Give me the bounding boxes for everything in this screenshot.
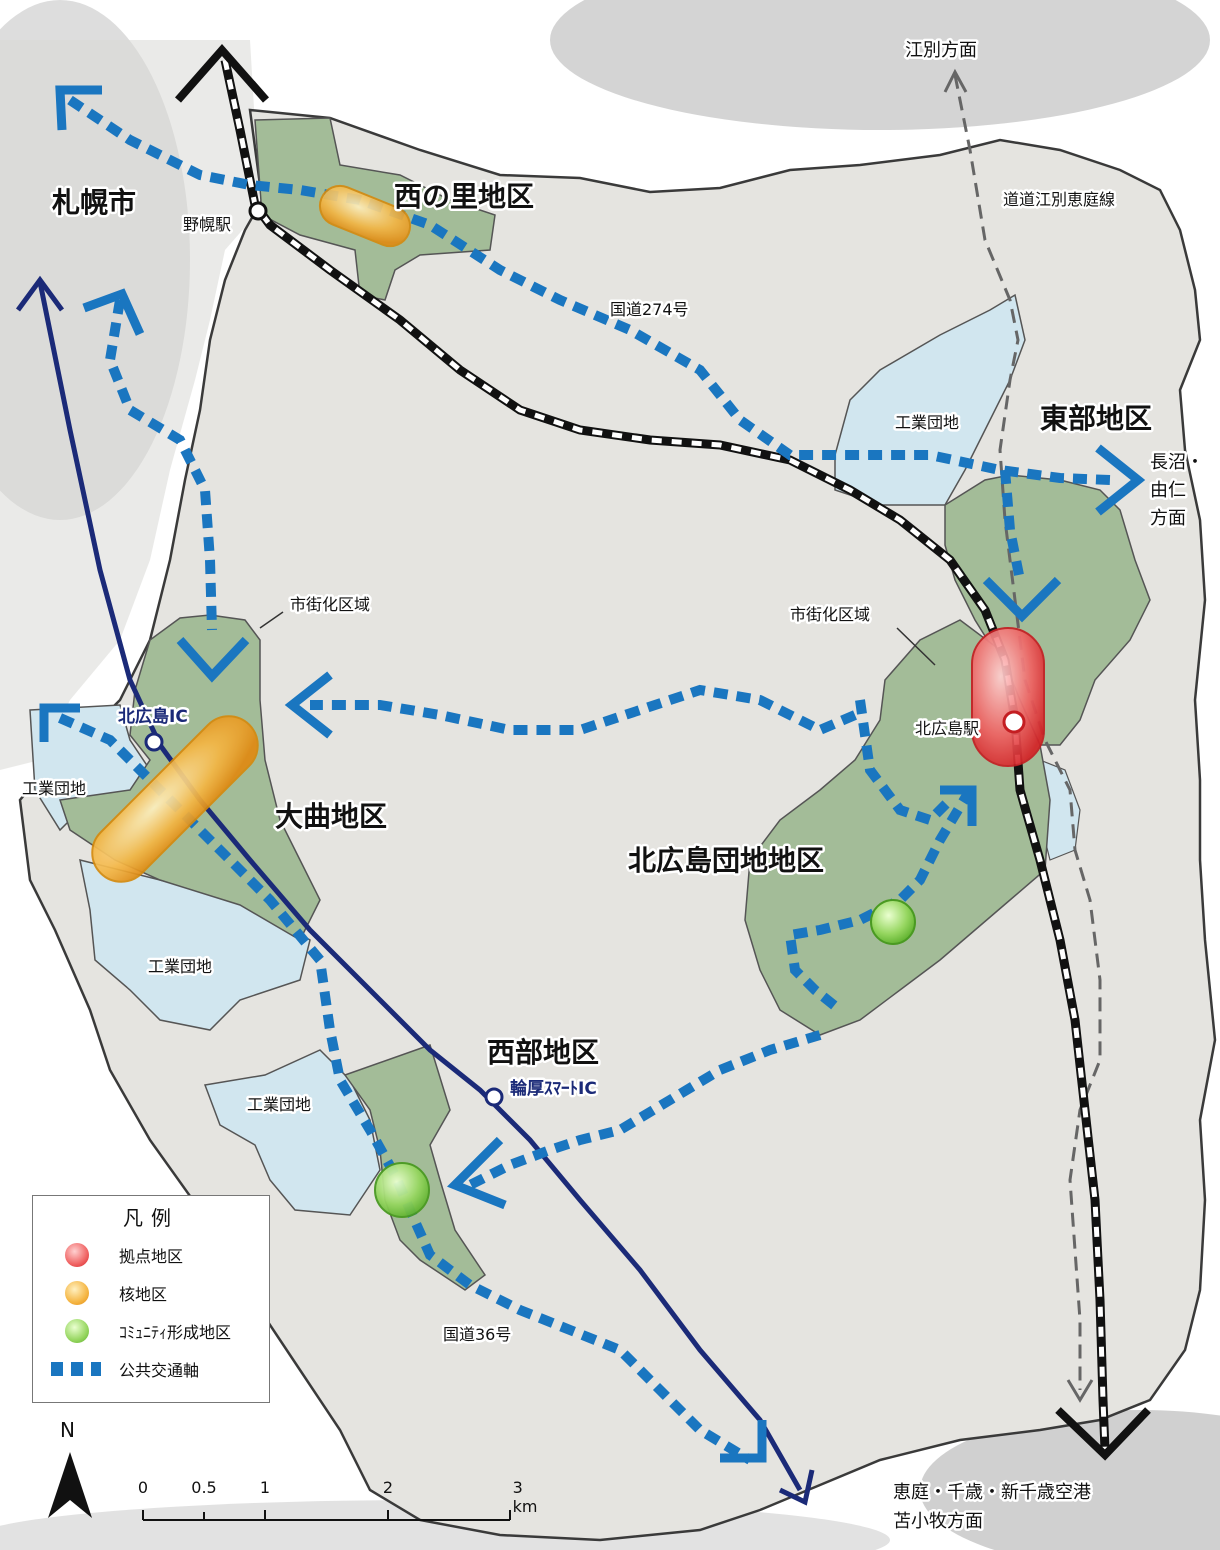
label-route36: 国道36号 xyxy=(443,1325,511,1344)
outside-shade-top xyxy=(550,0,1210,130)
legend-item-hub: 拠点地区 xyxy=(51,1240,183,1270)
label-route274: 国道274号 xyxy=(610,300,689,319)
north-arrow: N xyxy=(48,1418,92,1518)
scale-tick-0-5: 0.5 xyxy=(191,1478,217,1497)
label-sapporo: 札幌市 xyxy=(52,186,136,219)
legend-hub-icon xyxy=(65,1243,89,1267)
leader-urban-danchi xyxy=(896,627,936,666)
road-ebetsu-arrowhead xyxy=(943,68,968,93)
transit-arrowheads xyxy=(39,85,1146,1463)
leader-urban-omagari xyxy=(259,611,284,629)
scale-tick-0: 0 xyxy=(137,1478,149,1497)
transit-axes xyxy=(57,95,1111,1465)
road-eniwa-arrowhead xyxy=(1066,1379,1094,1403)
scale-tick-3km: 3 km xyxy=(512,1478,538,1516)
legend: 凡例 拠点地区 核地区 ｺﾐｭﾆﾃｨ形成地区 公共交通軸 xyxy=(32,1195,270,1403)
legend-transit-label: 公共交通軸 xyxy=(119,1361,200,1380)
transit-axis-nishinosato xyxy=(67,95,1111,485)
community-danchi xyxy=(870,899,916,945)
legend-core-icon xyxy=(65,1281,89,1305)
label-nopporo-station: 野幌駅 xyxy=(183,215,231,234)
label-naganuma-2: 由仁 xyxy=(1150,480,1186,501)
label-omagari: 大曲地区 xyxy=(275,800,387,833)
label-kitahiroshima-station: 北広島駅 xyxy=(915,719,979,738)
railway-arrowhead-north xyxy=(174,43,270,103)
nopporo-station-marker xyxy=(248,201,268,221)
label-industrial-omagari-south: 工業団地 xyxy=(148,957,212,976)
railway xyxy=(174,43,1151,1461)
label-wattsu-ic: 輪厚ｽﾏｰﾄIC xyxy=(510,1078,597,1099)
expressway-arrowhead-south xyxy=(778,1469,815,1506)
label-urban-omagari: 市街化区域 xyxy=(290,595,370,614)
community-seibu xyxy=(374,1162,430,1218)
label-kitahiroshima-ic: 北広島IC xyxy=(118,706,188,727)
transit-axis-danchi-inner xyxy=(784,787,975,1014)
transit-axis-omagari-north xyxy=(104,299,217,631)
label-industrial-east: 工業団地 xyxy=(895,413,959,432)
road-ebetsu-eniwa xyxy=(953,74,1102,1390)
legend-title: 凡例 xyxy=(123,1206,179,1230)
label-ebetsu-direction: 江別方面 xyxy=(905,40,977,61)
scale-bar-labels: 0 0.5 1 2 3 km xyxy=(130,1478,538,1528)
transit-axis-route36 xyxy=(57,713,753,1465)
core-nishinosato xyxy=(318,184,412,248)
expressway xyxy=(37,281,803,1492)
label-ebetsu-eniwa-road: 道道江別恵庭線 xyxy=(1003,190,1115,209)
legend-community-icon xyxy=(65,1319,89,1343)
legend-item-transit: 公共交通軸 xyxy=(51,1354,199,1384)
industrial-park-west xyxy=(203,1049,381,1216)
railway-arrowhead-south xyxy=(1055,1407,1151,1461)
label-toubu: 東部地区 xyxy=(1040,402,1152,435)
legend-item-community: ｺﾐｭﾆﾃｨ形成地区 xyxy=(51,1316,231,1346)
label-naganuma-1: 長沼・ xyxy=(1150,452,1204,473)
label-kitahiroshima-danchi: 北広島団地地区 xyxy=(628,844,824,877)
transit-axis-danchi-loop xyxy=(855,699,954,826)
label-eniwa-direction-2: 苫小牧方面 xyxy=(893,1511,983,1532)
wattsu-ic-marker xyxy=(484,1087,504,1107)
label-naganuma-3: 方面 xyxy=(1150,508,1186,529)
label-eniwa-direction-1: 恵庭・千歳・新千歳空港 xyxy=(893,1482,1091,1503)
legend-transit-icon xyxy=(51,1362,101,1376)
transit-axis-seibu xyxy=(467,1030,822,1190)
sapporo-area xyxy=(0,40,260,770)
label-industrial-west: 工業団地 xyxy=(247,1095,311,1114)
scale-tick-1: 1 xyxy=(259,1478,271,1497)
outside-shade-bottom xyxy=(920,1410,1220,1550)
label-urban-danchi: 市街化区域 xyxy=(790,605,870,624)
expressway-arrowhead-north xyxy=(15,275,65,312)
scale-bar xyxy=(142,1510,511,1521)
legend-core-label: 核地区 xyxy=(119,1285,168,1304)
transit-axis-toubu xyxy=(1000,469,1025,581)
label-industrial-omagari-north: 工業団地 xyxy=(22,779,86,798)
scale-tick-2: 2 xyxy=(382,1478,394,1497)
kitahiroshima-ic-marker xyxy=(144,732,164,752)
north-label: N xyxy=(60,1418,75,1442)
label-nishinosato: 西の里地区 xyxy=(394,180,534,213)
hub-kitahiroshima-station xyxy=(971,627,1045,767)
legend-hub-label: 拠点地区 xyxy=(119,1247,184,1266)
core-omagari xyxy=(91,715,259,883)
industrial-park-east xyxy=(834,293,1026,506)
legend-community-label: ｺﾐｭﾆﾃｨ形成地区 xyxy=(119,1323,232,1342)
legend-item-core: 核地区 xyxy=(51,1278,167,1308)
label-seibu: 西部地区 xyxy=(487,1036,599,1069)
transit-axis-danchi xyxy=(310,684,857,736)
kitahiroshima-station-marker xyxy=(1002,710,1026,734)
